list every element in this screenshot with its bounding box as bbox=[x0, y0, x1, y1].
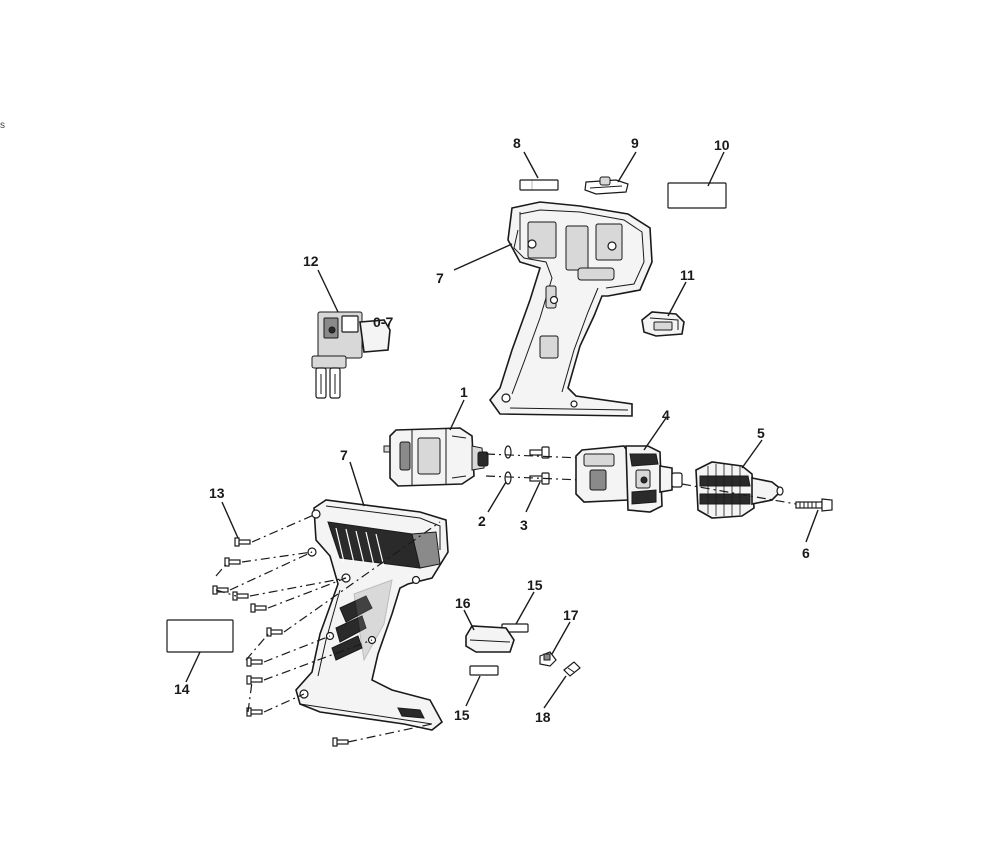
callout-18: 18 bbox=[535, 709, 551, 725]
part-7-housing-right bbox=[488, 201, 653, 417]
part-11-cover bbox=[641, 311, 685, 337]
callout-2: 2 bbox=[478, 513, 486, 529]
alignment-lines-motor bbox=[485, 453, 583, 481]
part-12-switch: 0-7 bbox=[311, 311, 393, 399]
part-1-motor bbox=[383, 427, 489, 487]
part-18-pin bbox=[563, 661, 581, 677]
part-8-label bbox=[519, 179, 559, 191]
callout-10: 10 bbox=[714, 137, 730, 153]
edge-mark: s bbox=[0, 120, 5, 131]
callout-16: 16 bbox=[455, 595, 471, 611]
callout-8: 8 bbox=[513, 135, 521, 151]
part-15-strip-lower bbox=[469, 665, 499, 676]
callout-17: 17 bbox=[563, 607, 579, 623]
callout-7-top: 7 bbox=[436, 270, 444, 286]
callout-1: 1 bbox=[460, 384, 468, 400]
part-16-pad bbox=[465, 625, 515, 653]
alignment-line-chuck bbox=[681, 483, 797, 505]
callout-9: 9 bbox=[631, 135, 639, 151]
callout-5: 5 bbox=[757, 425, 765, 441]
callout-3: 3 bbox=[520, 517, 528, 533]
callout-12: 12 bbox=[303, 253, 319, 269]
part-13-screws bbox=[212, 537, 349, 747]
part-10-nameplate bbox=[667, 182, 727, 209]
part-4-gearbox bbox=[575, 445, 683, 513]
leader-lines bbox=[185, 151, 819, 709]
callout-labels: 8 9 10 7 11 12 1 2 3 4 5 6 7 13 14 15 16… bbox=[174, 135, 810, 725]
part-6-chuck-screw bbox=[795, 498, 833, 512]
part-9-forward-reverse-button bbox=[584, 176, 629, 195]
part-14-label bbox=[166, 619, 234, 653]
part-17-clip bbox=[539, 651, 557, 667]
callout-7-bottom: 7 bbox=[340, 447, 348, 463]
callout-6: 6 bbox=[802, 545, 810, 561]
switch-marking: 0-7 bbox=[373, 314, 393, 330]
callout-15-lower: 15 bbox=[454, 707, 470, 723]
callout-11: 11 bbox=[680, 267, 695, 283]
part-2-washers bbox=[504, 445, 512, 485]
callout-14: 14 bbox=[174, 681, 190, 697]
alignment-lines-screws bbox=[215, 513, 441, 743]
part-5-chuck bbox=[695, 461, 784, 519]
callout-4: 4 bbox=[662, 407, 670, 423]
part-7-housing-left bbox=[295, 499, 449, 731]
callout-13: 13 bbox=[209, 485, 225, 501]
callout-15-upper: 15 bbox=[527, 577, 543, 593]
